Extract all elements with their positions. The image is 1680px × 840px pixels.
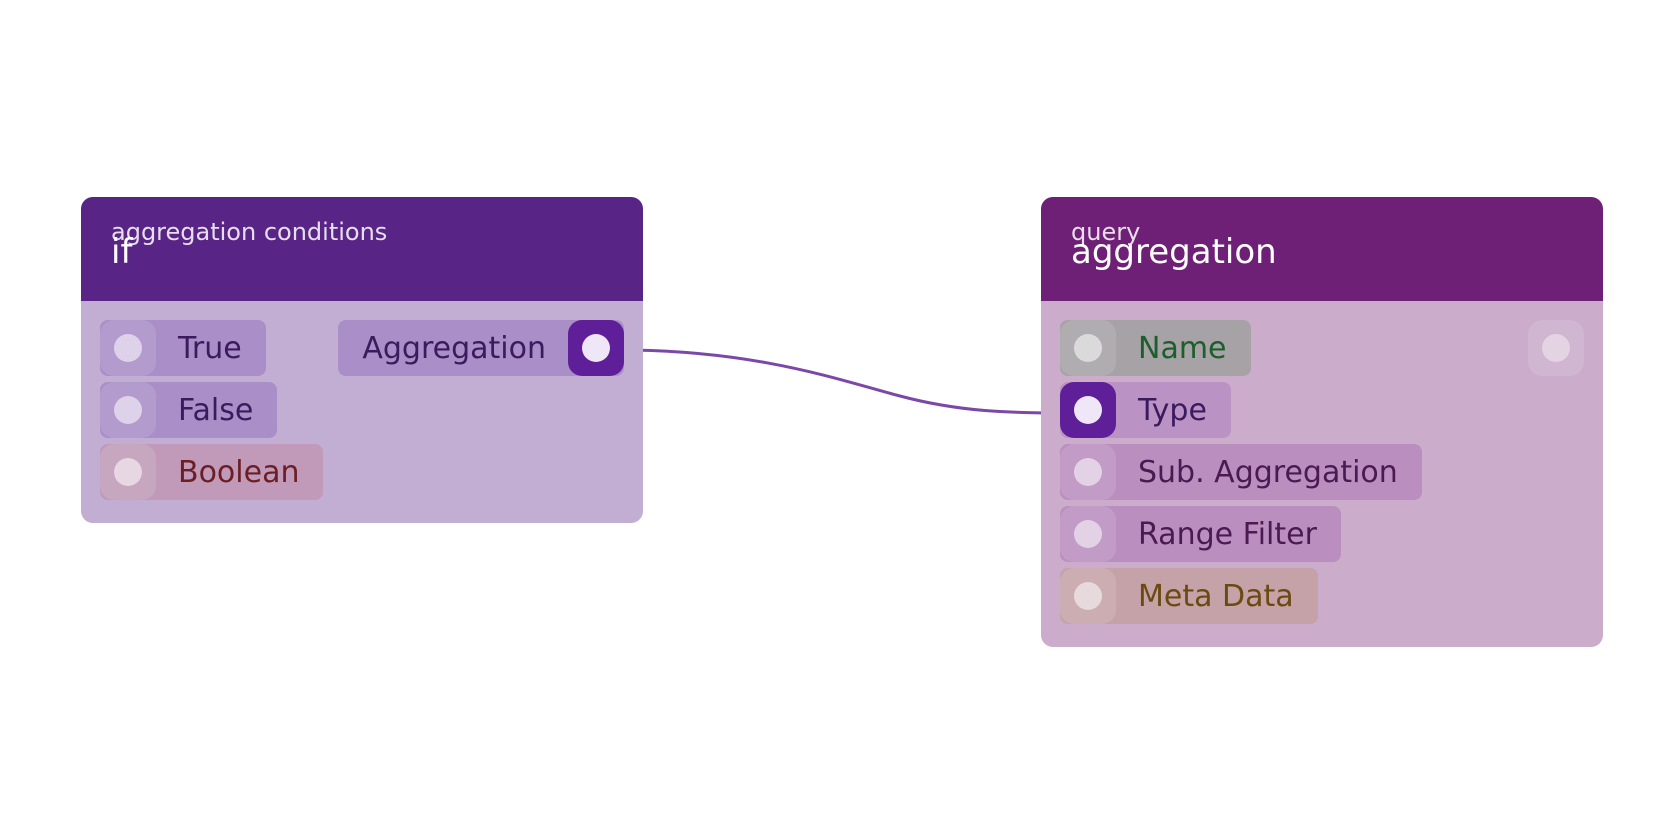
- node-title: if: [111, 232, 133, 272]
- output-socket[interactable]: [568, 320, 624, 376]
- input-port-range-filter[interactable]: Range Filter: [1060, 506, 1341, 562]
- port-label: Sub. Aggregation: [1138, 454, 1398, 490]
- input-socket[interactable]: [1060, 382, 1116, 438]
- input-port-meta-data[interactable]: Meta Data: [1060, 568, 1318, 624]
- socket-dot-icon: [1074, 458, 1102, 486]
- node-header[interactable]: query aggregation: [1041, 197, 1603, 301]
- port-label: False: [178, 392, 254, 428]
- socket-dot-icon: [114, 458, 142, 486]
- input-socket[interactable]: [1060, 506, 1116, 562]
- port-label: Name: [1138, 330, 1227, 366]
- port-label: Range Filter: [1138, 516, 1317, 552]
- output-port[interactable]: [1528, 320, 1584, 376]
- socket-dot-icon: [114, 396, 142, 424]
- input-port-false[interactable]: False: [100, 382, 278, 438]
- connection-wire[interactable]: [619, 348, 1069, 415]
- socket-dot-icon: [1542, 334, 1570, 362]
- node-header[interactable]: aggregation conditions if: [81, 197, 643, 301]
- input-port-true[interactable]: True: [100, 320, 266, 376]
- port-label: Meta Data: [1138, 578, 1294, 614]
- socket-dot-icon: [1074, 520, 1102, 548]
- input-socket[interactable]: [1060, 444, 1116, 500]
- port-label: Aggregation: [362, 330, 546, 366]
- input-port-sub-aggregation[interactable]: Sub. Aggregation: [1060, 444, 1422, 500]
- socket-dot-icon: [114, 334, 142, 362]
- input-socket[interactable]: [100, 320, 156, 376]
- input-socket[interactable]: [100, 444, 156, 500]
- input-socket[interactable]: [1060, 320, 1116, 376]
- input-port-name[interactable]: Name: [1060, 320, 1251, 376]
- socket-dot-icon: [1074, 396, 1102, 424]
- port-label: Boolean: [178, 454, 300, 490]
- input-socket[interactable]: [100, 382, 156, 438]
- socket-dot-icon: [1074, 582, 1102, 610]
- socket-dot-icon: [582, 334, 610, 362]
- node-aggregation[interactable]: query aggregation Name Type Sub. Aggrega…: [1041, 197, 1603, 647]
- port-label: True: [178, 330, 242, 366]
- output-socket[interactable]: [1528, 320, 1584, 376]
- input-port-boolean[interactable]: Boolean: [100, 444, 324, 500]
- input-socket[interactable]: [1060, 568, 1116, 624]
- output-port-aggregation[interactable]: Aggregation: [338, 320, 624, 376]
- socket-dot-icon: [1074, 334, 1102, 362]
- node-category: query: [1071, 218, 1141, 246]
- input-port-type[interactable]: Type: [1060, 382, 1231, 438]
- node-if[interactable]: aggregation conditions if True False Boo…: [81, 197, 643, 523]
- port-label: Type: [1138, 392, 1207, 428]
- node-title: aggregation: [1071, 232, 1277, 272]
- node-category: aggregation conditions: [111, 218, 388, 246]
